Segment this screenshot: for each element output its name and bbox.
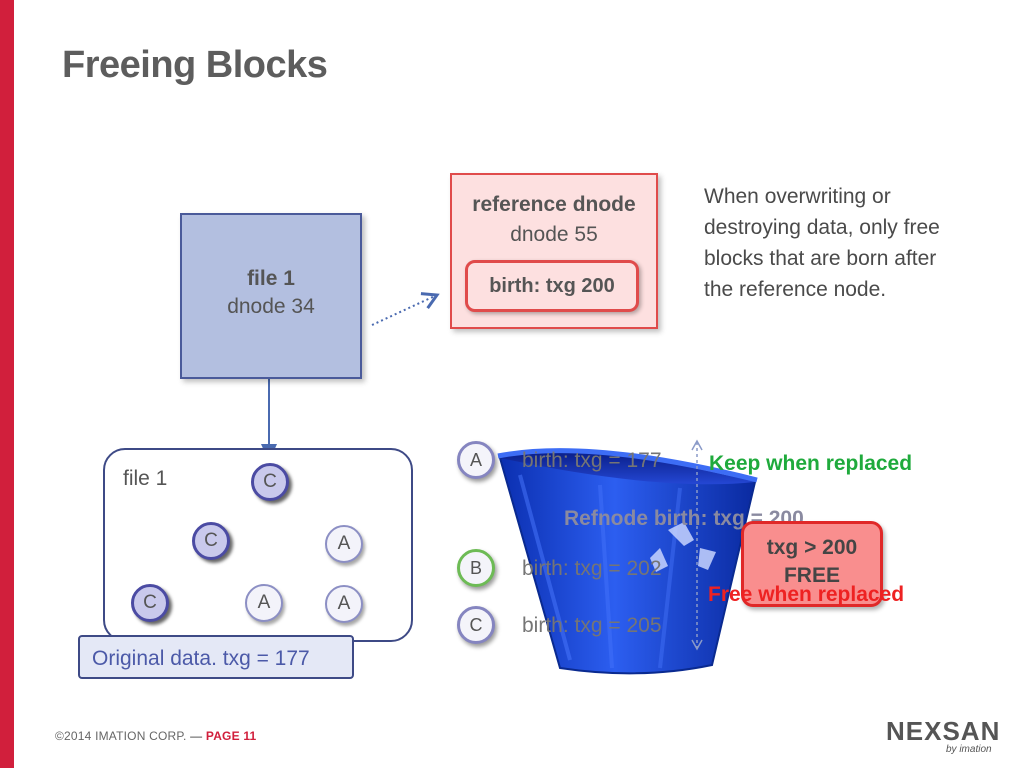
footer: ©2014 IMATION CORP. — PAGE 11 <box>55 729 256 743</box>
free-threshold-condition: txg > 200 <box>766 536 858 559</box>
footer-copyright: ©2014 IMATION CORP. <box>55 729 187 743</box>
keep-when-replaced-label: Keep when replaced <box>709 452 913 475</box>
logo-subtitle: by imation <box>946 744 992 755</box>
free-threshold-box: txg > 200 FREE <box>741 521 883 607</box>
tree-node: C <box>131 584 169 622</box>
footer-dash: — <box>190 729 203 743</box>
block-node-b: B <box>457 549 495 587</box>
reference-birth-pill: birth: txg 200 <box>465 260 639 312</box>
tree-node: C <box>192 522 230 560</box>
file-dnode-id: dnode 34 <box>227 295 315 318</box>
tree-label: file 1 <box>123 467 168 490</box>
explanation-note: When overwriting or destroying data, onl… <box>704 185 940 301</box>
block-node-c: C <box>457 606 495 644</box>
tree-node: A <box>325 585 363 623</box>
block-birth-label: birth: txg = 177 <box>522 449 662 472</box>
block-birth-label: birth: txg = 205 <box>522 614 662 637</box>
block-birth-label: birth: txg = 202 <box>522 557 662 580</box>
tree-node: A <box>325 525 363 563</box>
tree-node: A <box>245 584 283 622</box>
free-threshold-action: FREE <box>783 564 840 587</box>
free-when-replaced-label: Free when replaced <box>708 583 905 606</box>
file-dnode-box: file 1 dnode 34 <box>180 213 362 379</box>
reference-pointer-arrow <box>371 292 440 326</box>
left-accent-bar <box>0 0 14 768</box>
original-data-label: Original data. txg = 177 <box>78 635 354 679</box>
recycle-bin-icon <box>497 448 758 675</box>
reference-dnode-title: reference dnode <box>472 193 636 216</box>
footer-page-number: PAGE 11 <box>205 729 257 743</box>
nexsan-logo: NEXSAN <box>886 716 1001 746</box>
tree-node-root: C <box>251 463 289 501</box>
slide-title: Freeing Blocks <box>62 44 328 86</box>
file-name: file 1 <box>247 267 295 290</box>
recycle-symbol-icon <box>650 522 716 572</box>
block-node-a: A <box>457 441 495 479</box>
reference-dnode-id: dnode 55 <box>510 223 598 246</box>
